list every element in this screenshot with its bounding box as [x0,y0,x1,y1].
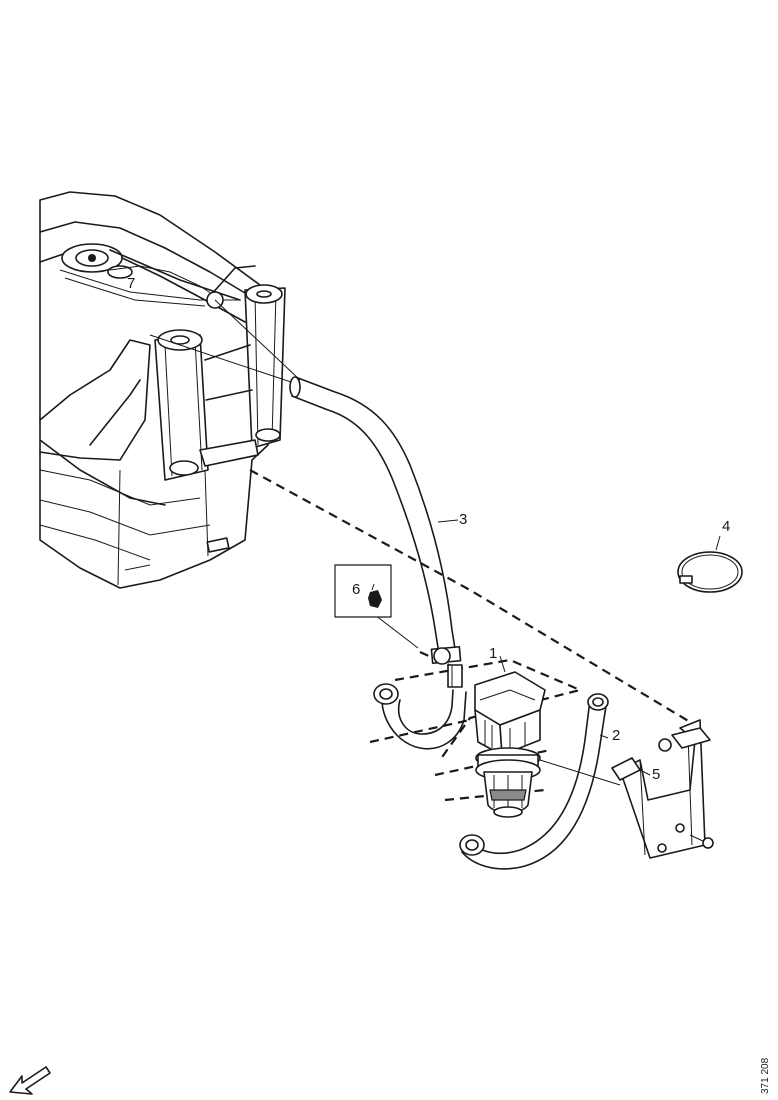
clip-icon [368,583,382,608]
callout-6: 6 [352,581,360,598]
bracket-5 [611,719,714,859]
callout-box-6 [334,564,392,618]
callout-2: 2 [612,727,620,744]
callout-7: 7 [127,275,135,292]
hose-3 [289,376,463,688]
callout-4: 4 [722,518,730,535]
callout-3: 3 [459,511,467,528]
callout-5: 5 [652,766,660,783]
pump-1 [474,671,546,818]
orientation-arrow-icon [9,1066,51,1095]
tank-mounting-bracket [109,249,286,481]
hose-2 [459,693,609,870]
hose-left-loop [373,683,467,750]
callout-leaders [437,519,651,776]
callout-1: 1 [489,645,497,662]
callout-labels: 1 2 3 4 5 6 7 [127,275,730,783]
clamp-4 [677,535,743,593]
reference-number: 371 208 [760,1057,771,1094]
